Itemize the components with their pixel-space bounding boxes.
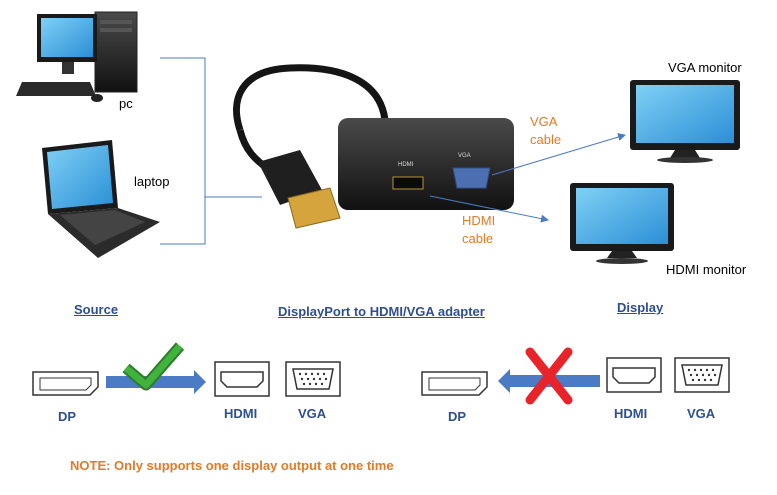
hdmi-cable-line2: cable [462, 231, 494, 246]
hdmi-cable-line1: HDMI [462, 213, 496, 228]
note-text: NOTE: Only supports one display output a… [70, 458, 394, 473]
hdmi-cable-label: HDMI cable [462, 212, 495, 248]
hdmi-monitor-label: HDMI monitor [666, 262, 747, 277]
left-dp-label: DP [58, 409, 77, 424]
right-vga-label: VGA [687, 406, 716, 421]
laptop-label: laptop [134, 174, 170, 189]
left-vga-label: VGA [298, 406, 327, 421]
adapter-image [233, 64, 514, 229]
left-hdmi-label: HDMI [224, 406, 258, 421]
vga-cable-line1: VGA [530, 114, 558, 129]
right-dp-port-icon [421, 371, 488, 396]
adapter-hdmi-port-label: HDMI [398, 162, 414, 168]
vga-cable-label: VGA cable [530, 113, 561, 149]
pc-label: pc [119, 96, 133, 111]
laptop-icon [42, 140, 160, 258]
right-hdmi-port-icon [606, 357, 662, 393]
pc-icon [16, 11, 138, 102]
adapter-heading: DisplayPort to HDMI/VGA adapter [278, 304, 485, 319]
right-hdmi-label: HDMI [614, 406, 648, 421]
adapter-vga-port-label: VGA [458, 153, 471, 159]
left-vga-port-icon [285, 361, 341, 397]
left-hdmi-port-icon [214, 361, 270, 397]
source-connector-lines [160, 57, 262, 245]
vga-monitor-label: VGA monitor [668, 60, 742, 75]
adapter-output-arrows [429, 133, 626, 223]
check-icon [122, 342, 185, 391]
display-heading: Display [617, 300, 664, 315]
hdmi-monitor-icon [570, 183, 674, 264]
right-vga-port-icon [674, 357, 730, 393]
right-dp-label: DP [448, 409, 467, 424]
source-heading: Source [74, 302, 119, 317]
vga-cable-line2: cable [530, 132, 562, 147]
cross-icon [525, 347, 573, 405]
left-dp-port-icon [32, 371, 99, 396]
vga-monitor-icon [630, 80, 740, 163]
